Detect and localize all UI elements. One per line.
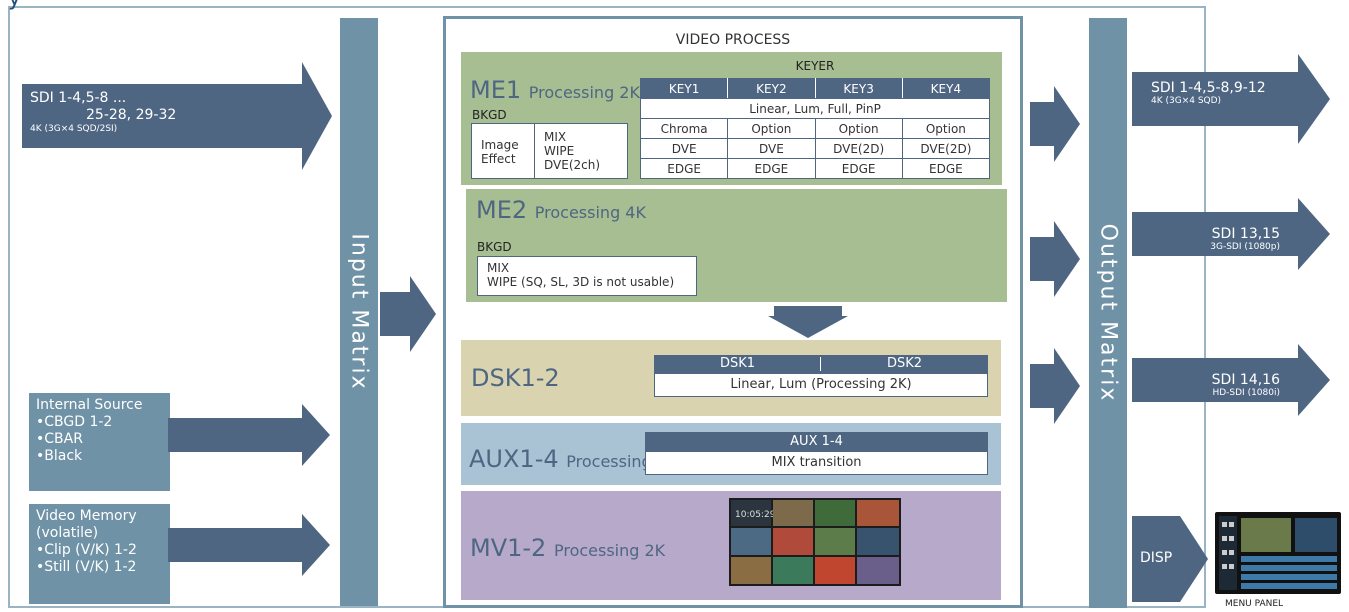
menu-panel-label: MENU PANEL bbox=[1225, 599, 1284, 609]
keyer-table: KEY1 KEY2 KEY3 KEY4 Linear, Lum, Full, P… bbox=[639, 78, 991, 179]
dsk2-label: DSK2 bbox=[886, 356, 923, 371]
keyer-cell: DVE bbox=[727, 138, 816, 159]
keyer-cell: DVE bbox=[639, 138, 729, 159]
me1-bkgd-divider bbox=[534, 123, 535, 179]
matrix-to-process-arrow bbox=[380, 276, 436, 352]
keyer-cell: Option bbox=[814, 118, 903, 139]
sdi-output-2-title: SDI 13,15 bbox=[1211, 226, 1280, 242]
sdi-output-2-label: SDI 13,15 3G-SDI (1080p) bbox=[1160, 226, 1280, 253]
keyer-title: KEYER bbox=[795, 59, 835, 73]
keyer-header: KEY3 bbox=[814, 78, 903, 99]
me2-wipe: WIPE (SQ, SL, 3D is not usable) bbox=[487, 275, 675, 289]
sdi-output-2-sub: 3G-SDI (1080p) bbox=[1210, 242, 1280, 252]
process-down-arrow bbox=[768, 306, 848, 338]
video-memory-item: •Still (V/K) 1-2 bbox=[36, 559, 137, 575]
me1-wipe: WIPE bbox=[544, 144, 575, 158]
keyer-header: KEY1 bbox=[639, 78, 729, 99]
disp-label: DISP bbox=[1140, 550, 1173, 566]
video-memory-note: (volatile) bbox=[36, 525, 99, 541]
sdi-input-sub: 4K (3G×4 SQD/2SI) bbox=[30, 124, 118, 134]
header-fragment: y bbox=[8, 0, 21, 11]
output-matrix-bar: Output Matrix bbox=[1089, 18, 1127, 608]
me1-name: ME1 bbox=[470, 76, 522, 104]
me1-image-text: Image bbox=[481, 138, 519, 152]
me1-title: ME1 Processing 2K bbox=[470, 76, 640, 104]
video-memory-item: •Clip (V/K) 1-2 bbox=[36, 542, 137, 558]
internal-source-arrow bbox=[168, 404, 330, 466]
keyer-cell: DVE(2D) bbox=[901, 138, 991, 159]
me1-processing: Processing 2K bbox=[528, 83, 640, 102]
menu-panel-image bbox=[1215, 512, 1341, 594]
keyer-cell: DVE(2D) bbox=[814, 138, 903, 159]
process-output-arrow-2 bbox=[1030, 221, 1080, 297]
me2-bkgd-box: MIX WIPE (SQ, SL, 3D is not usable) bbox=[477, 256, 697, 296]
aux-name: AUX1-4 bbox=[469, 445, 559, 473]
keyer-cell: EDGE bbox=[814, 158, 903, 179]
video-process-title: VIDEO PROCESS bbox=[675, 32, 791, 48]
aux-body: MIX transition bbox=[645, 451, 988, 475]
multiviewer-thumbnail: 10:05:29 bbox=[729, 498, 901, 586]
dsk1-label: DSK1 bbox=[719, 356, 756, 371]
input-matrix-bar: Input Matrix bbox=[340, 18, 378, 606]
me1-image-effect: Image Effect bbox=[481, 138, 519, 166]
me2-processing: Processing 4K bbox=[534, 203, 646, 222]
mv-name: MV1-2 bbox=[470, 534, 547, 562]
aux-header: AUX 1-4 bbox=[645, 432, 988, 451]
sdi-input-line2: 25-28, 29-32 bbox=[86, 107, 177, 123]
sdi-output-1-sub: 4K (3G×4 SQD) bbox=[1151, 96, 1222, 106]
internal-source-title: Internal Source bbox=[36, 397, 143, 413]
process-output-arrow-1 bbox=[1030, 86, 1080, 162]
sdi-input-arrow bbox=[22, 62, 332, 170]
sdi-input-line1: SDI 1-4,5-8 ... bbox=[30, 90, 127, 106]
sdi-output-arrow-2 bbox=[1132, 198, 1330, 270]
keyer-header: KEY2 bbox=[727, 78, 816, 99]
process-output-arrow-3 bbox=[1030, 348, 1080, 424]
mv-processing: Processing 2K bbox=[553, 541, 666, 560]
video-memory-box: Video Memory (volatile) •Clip (V/K) 1-2 … bbox=[29, 504, 170, 604]
me1-bkgd-label: BKGD bbox=[472, 108, 507, 122]
me1-mix: MIX bbox=[544, 130, 567, 144]
sdi-output-3-label: SDI 14,16 HD-SDI (1080i) bbox=[1160, 372, 1280, 399]
me1-transitions: MIX WIPE DVE(2ch) bbox=[544, 130, 600, 172]
video-memory-title: Video Memory bbox=[36, 508, 137, 524]
me1-dve: DVE(2ch) bbox=[544, 158, 601, 172]
dsk-title: DSK1-2 bbox=[471, 364, 560, 392]
keyer-common-modes: Linear, Lum, Full, PinP bbox=[640, 98, 990, 119]
internal-source-item: •CBAR bbox=[36, 431, 83, 447]
me2-title: ME2 Processing 4K bbox=[476, 196, 646, 224]
keyer-cell: Option bbox=[901, 118, 991, 139]
dsk-divider bbox=[820, 357, 821, 371]
sdi-input-label: SDI 1-4,5-8 ... 25-28, 29-32 4K (3G×4 SQ… bbox=[30, 90, 176, 135]
sdi-output-arrow-3 bbox=[1132, 344, 1330, 416]
internal-source-item: •Black bbox=[36, 448, 83, 464]
me2-name: ME2 bbox=[476, 196, 528, 224]
output-matrix-label: Output Matrix bbox=[1095, 223, 1121, 403]
me2-mix: MIX bbox=[487, 261, 510, 275]
dsk-modes: Linear, Lum (Processing 2K) bbox=[654, 373, 988, 397]
video-memory-arrow bbox=[168, 514, 330, 576]
dsk-header: DSK1 DSK2 bbox=[654, 355, 988, 373]
me1-bkgd-box: Image Effect MIX WIPE DVE(2ch) bbox=[471, 123, 628, 179]
internal-source-item: •CBGD 1-2 bbox=[36, 414, 113, 430]
keyer-cell: Chroma bbox=[639, 118, 729, 139]
sdi-output-1-title: SDI 1-4,5-8,9-12 bbox=[1151, 80, 1266, 96]
me2-bkgd-label: BKGD bbox=[477, 240, 512, 254]
sdi-output-3-title: SDI 14,16 bbox=[1211, 372, 1280, 388]
input-matrix-label: Input Matrix bbox=[346, 233, 372, 391]
sdi-output-3-sub: HD-SDI (1080i) bbox=[1212, 388, 1280, 398]
sdi-output-1-label: SDI 1-4,5-8,9-12 4K (3G×4 SQD) bbox=[1151, 80, 1266, 107]
sdi-output-arrow-1 bbox=[1132, 54, 1330, 144]
keyer-cell: EDGE bbox=[727, 158, 816, 179]
keyer-header: KEY4 bbox=[901, 78, 991, 99]
keyer-cell: EDGE bbox=[901, 158, 991, 179]
internal-source-box: Internal Source •CBGD 1-2 •CBAR •Black bbox=[29, 393, 170, 491]
keyer-cell: EDGE bbox=[639, 158, 729, 179]
mv-title: MV1-2 Processing 2K bbox=[470, 534, 665, 562]
me1-effect-text: Effect bbox=[481, 152, 516, 166]
mv-clock: 10:05:29 bbox=[735, 510, 776, 520]
keyer-cell: Option bbox=[727, 118, 816, 139]
disp-output-arrow bbox=[1132, 516, 1208, 602]
